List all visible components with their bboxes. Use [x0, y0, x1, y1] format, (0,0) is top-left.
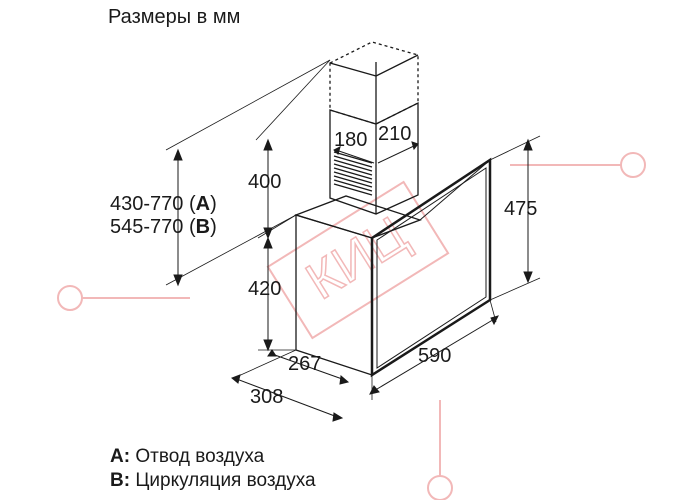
dim-chimney-width: 210	[378, 123, 411, 145]
dim-body-depth-outer: 308	[250, 386, 283, 408]
range-b-letter: B	[196, 216, 210, 238]
range-a-letter: A	[196, 193, 210, 215]
dim-glass-height: 475	[504, 198, 537, 220]
dim-chimney-depth: 180	[334, 129, 367, 151]
range-a-value: 430-770	[110, 193, 183, 215]
dim-body-depth-inner: 267	[288, 353, 321, 375]
dim-chimney-height: 400	[248, 171, 281, 193]
dim-range-a: 430-770 (A)	[110, 193, 217, 215]
legend-letter-b: B:	[110, 470, 131, 491]
hood-body	[293, 41, 492, 378]
legend-item-b: B: Циркуляция воздуха	[110, 470, 316, 492]
dim-width: 590	[418, 345, 451, 367]
legend-text-b: Циркуляция воздуха	[130, 470, 316, 491]
vent-grille	[333, 151, 373, 196]
legend-letter-a: A:	[110, 446, 131, 467]
dim-range-b: 545-770 (B)	[110, 216, 217, 238]
page-title: Размеры в мм	[108, 6, 241, 28]
legend-item-a: A: Отвод воздуха	[110, 446, 264, 468]
dim-body-height: 420	[248, 278, 281, 300]
legend-text-a: Отвод воздуха	[130, 446, 265, 467]
range-b-value: 545-770	[110, 216, 183, 238]
dimension-lines	[165, 59, 541, 422]
